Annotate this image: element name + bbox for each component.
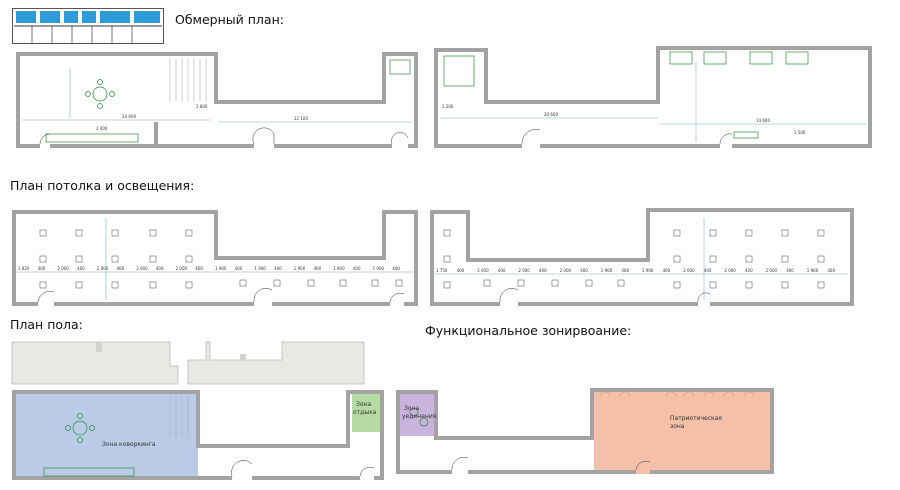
ceiling-plan-right: 1 750 400 2 000 400 2 000 400 2 000 400 1 900 400… <box>430 208 854 306</box>
ceiling-dim-label: 2 000 <box>724 268 736 273</box>
ceiling-dim-label: 400 <box>156 266 164 271</box>
ceiling-dim-label: 1 900 <box>642 268 654 273</box>
dim-f: 2 800 <box>196 104 208 109</box>
zone-rest-label-1: Зона <box>356 401 371 408</box>
zone-patriotic-label-2: зона <box>670 423 685 430</box>
ceiling-dim-label: 2 000 <box>477 268 489 273</box>
ceiling-dim-label: 2 000 <box>176 266 188 271</box>
ceiling-dim-label: 400 <box>580 268 588 273</box>
ceiling-dim-label: 400 <box>621 268 629 273</box>
ceiling-dim-label: 1 820 <box>18 266 30 271</box>
zone-rest-label-2: отдыха <box>353 409 377 416</box>
ceiling-dim-label: 400 <box>392 266 400 271</box>
ceiling-dim-label: 400 <box>274 266 282 271</box>
zone-patriotic-label-1: Патриотическая <box>670 415 722 422</box>
measurement-plan-right: 20 600 14 600 1 200 1 500 <box>434 46 872 148</box>
measurement-plan-left: 14 600 12 100 2 400 2 800 <box>16 52 418 148</box>
zone-privacy-label-2: уединения <box>402 413 437 420</box>
zone-coworking-label: Зона коворкинга <box>102 441 156 448</box>
ceiling-dim-label: 400 <box>539 268 547 273</box>
dim-c: 20 600 <box>544 112 558 117</box>
dim-b: 12 100 <box>294 116 308 121</box>
dim-h: 1 500 <box>794 130 806 135</box>
ceiling-dim-label: 1 750 <box>436 268 448 273</box>
ceiling-dim-label: 400 <box>704 268 712 273</box>
ceiling-dim-label: 400 <box>195 266 203 271</box>
dim-e: 2 400 <box>96 126 108 131</box>
ceiling-dim-label: 1 900 <box>294 266 306 271</box>
measurement-plan-title: Обмерный план: <box>175 12 284 27</box>
floor-plan-title: План пола: <box>10 317 83 332</box>
ceiling-dim-label: 400 <box>457 268 465 273</box>
ceiling-plan-title: План потолка и освещения: <box>10 178 195 193</box>
ceiling-dim-label: 400 <box>314 266 322 271</box>
ceiling-plan-left: 1 820 400 2 000 400 2 000 400 2 000 400 2 000 400… <box>12 210 418 306</box>
ceiling-dim-label: 400 <box>827 268 835 273</box>
ceiling-dim-label: 1 900 <box>373 266 385 271</box>
ceiling-dim-label: 400 <box>663 268 671 273</box>
ceiling-dim-label: 400 <box>235 266 243 271</box>
dim-d: 14 600 <box>756 118 770 123</box>
ceiling-dim-label: 400 <box>786 268 794 273</box>
ceiling-dim-label: 400 <box>745 268 753 273</box>
dim-a: 14 600 <box>122 114 136 119</box>
ceiling-dim-label: 400 <box>38 266 46 271</box>
floor-plan-zones: Зона коворкинга Зона отдыха <box>12 390 384 480</box>
dim-g: 1 200 <box>442 104 454 109</box>
ceiling-dim-label: 2 000 <box>518 268 530 273</box>
ceiling-dim-label: 400 <box>77 266 85 271</box>
ceiling-dim-label: 2 000 <box>766 268 778 273</box>
ceiling-dim-label: 1 900 <box>254 266 266 271</box>
ceiling-dim-label: 2 000 <box>97 266 109 271</box>
zoning-title: Функциональное зонирвоание: <box>425 323 632 338</box>
ceiling-dim-label: 2 000 <box>136 266 148 271</box>
ceiling-dim-label: 2 000 <box>57 266 69 271</box>
zoning-plan: Зона уединения Патриотическая зона <box>396 388 774 474</box>
ceiling-dim-label: 400 <box>498 268 506 273</box>
ceiling-dim-label: 1 900 <box>601 268 613 273</box>
ceiling-dim-label: 1 900 <box>215 266 227 271</box>
ceiling-dim-label: 2 000 <box>683 268 695 273</box>
key-plan-thumbnail <box>12 8 164 44</box>
floor-plan-top <box>11 341 365 385</box>
ceiling-dim-label: 1 900 <box>333 266 345 271</box>
ceiling-dim-label: 400 <box>117 266 125 271</box>
zone-privacy-label-1: Зона <box>404 405 419 412</box>
ceiling-dim-label: 1 900 <box>807 268 819 273</box>
ceiling-dim-label: 2 000 <box>560 268 572 273</box>
ceiling-dim-label: 400 <box>353 266 361 271</box>
